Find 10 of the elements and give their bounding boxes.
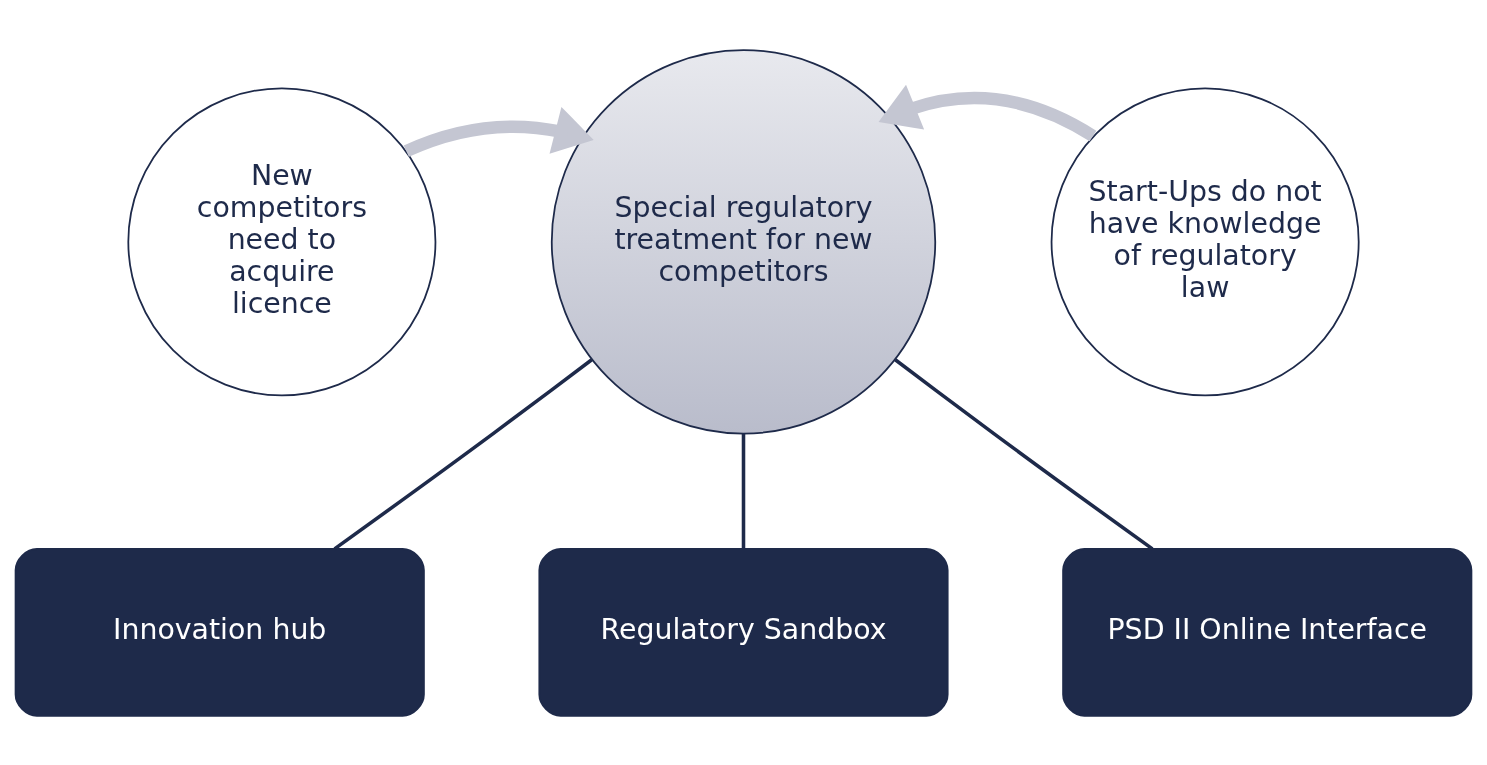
- arrow: [403, 106, 594, 157]
- node-circle: New competitors need to acquire licence: [127, 86, 437, 396]
- node-circle: Start-Ups do not have knowledge of regulatory law: [1050, 86, 1360, 396]
- connector: [333, 357, 593, 550]
- node-box: Regulatory Sandbox: [538, 547, 949, 717]
- node-box: PSD II Online Interface: [1062, 547, 1473, 717]
- node-box: Innovation hub: [14, 547, 425, 717]
- connector: [741, 433, 746, 549]
- arrow: [878, 84, 1097, 141]
- connector: [894, 357, 1154, 550]
